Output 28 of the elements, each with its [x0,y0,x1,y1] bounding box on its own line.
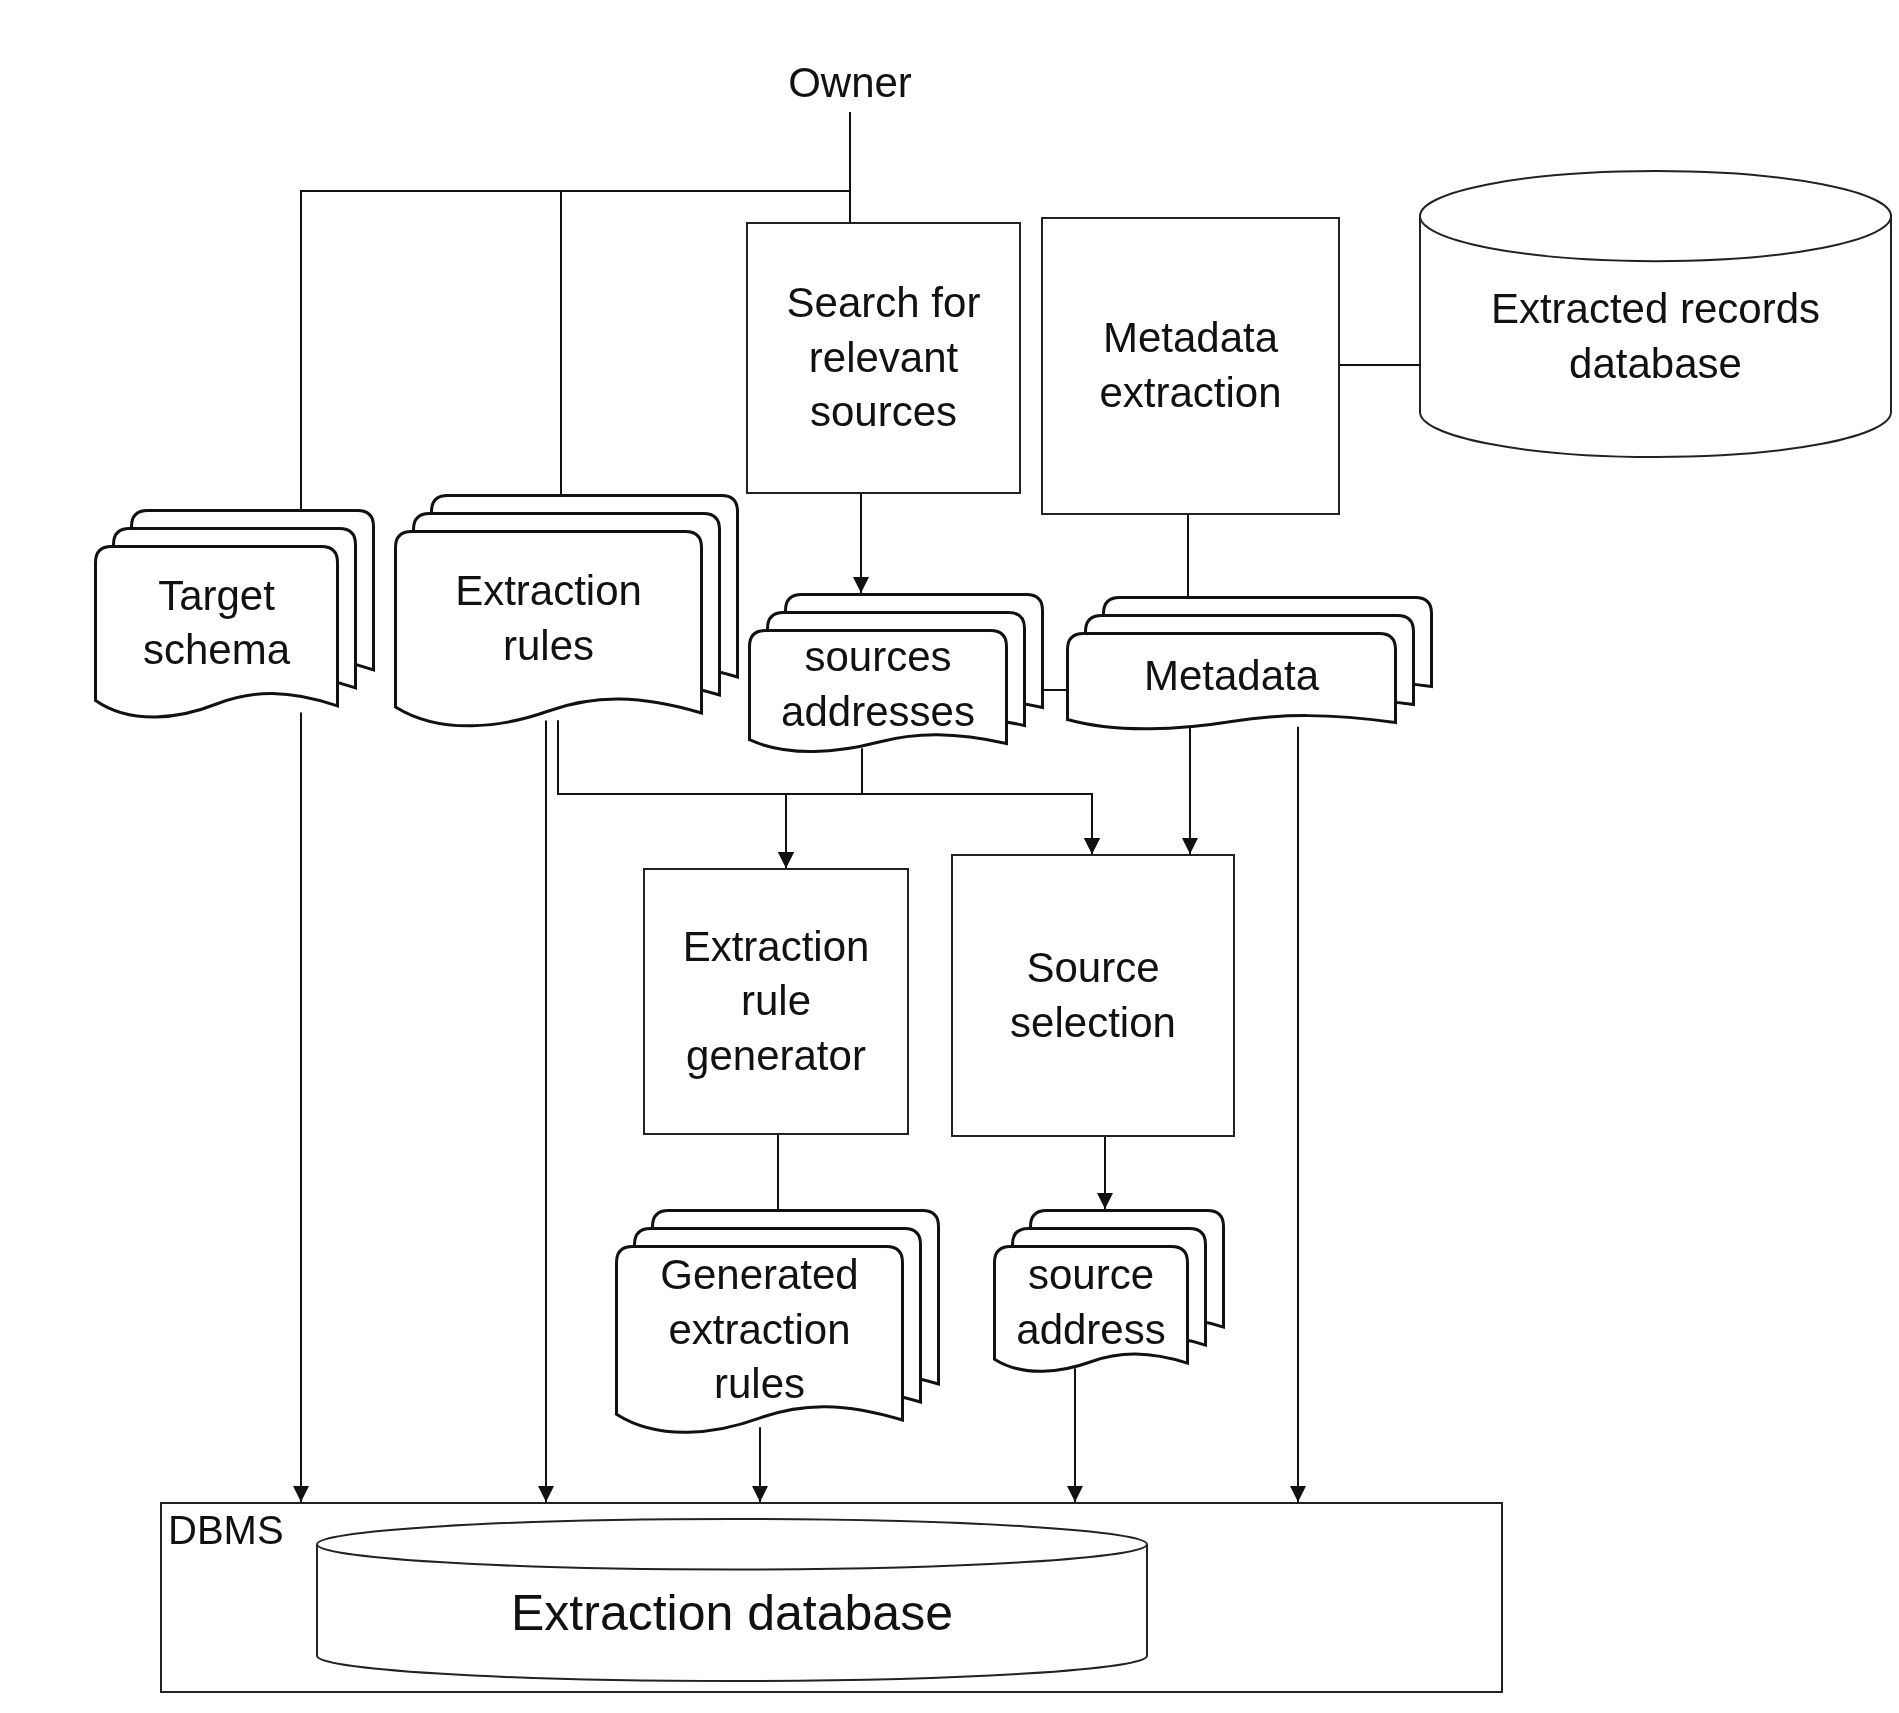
node-label: Extraction rules [454,566,643,671]
node-label: Target schema [141,570,292,676]
node-label: Extracted records database [1489,284,1822,390]
frame-label: DBMS [168,1508,284,1553]
node-label: source address [1016,1250,1166,1355]
connector-arrow [538,719,554,1503]
process-box [643,868,909,1135]
node-label: Generated extraction rules [659,1250,860,1410]
node-label: sources addresses [780,632,976,737]
process-box [1041,217,1340,515]
node-label: Extraction rule generator [681,921,871,1081]
node-label: Extraction database [511,1583,953,1643]
dbms-frame [160,1502,1503,1693]
connector-arrow [752,1426,768,1503]
node-label: Source selection [1009,942,1177,1048]
connector-arrow [853,493,869,594]
connector-arrow [1290,725,1306,1503]
connector-arrow [1067,1367,1083,1503]
database-cylinder [316,1518,1148,1682]
process-box [951,854,1235,1137]
node-label: Metadata [1143,651,1320,701]
connector-arrow [1097,1136,1113,1210]
connector-arrow [293,711,309,1503]
node-label: Owner [788,58,912,109]
node-label: Search for relevant sources [785,278,982,438]
database-cylinder [1419,170,1892,458]
node-label: Metadata extraction [1098,313,1283,418]
process-box [746,222,1021,494]
